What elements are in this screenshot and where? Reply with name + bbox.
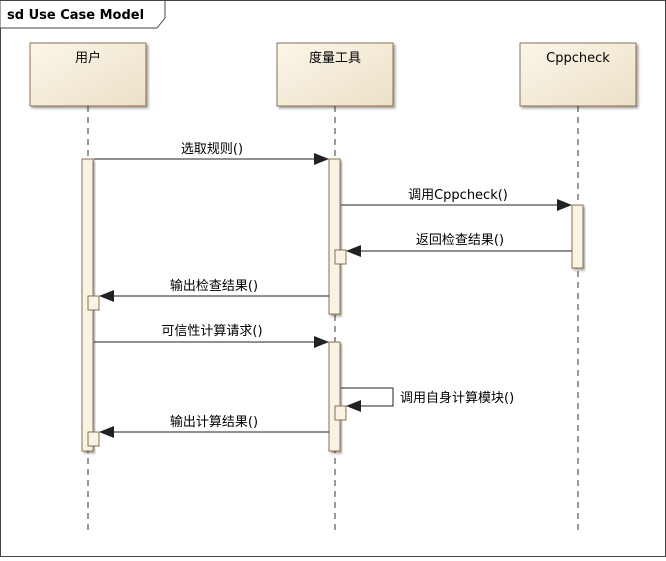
message-1: 选取规则() <box>94 142 329 165</box>
arrowhead-icon <box>314 336 329 348</box>
activation-cppcheck <box>571 204 584 269</box>
arrowhead-icon <box>99 290 114 302</box>
participant-tool: 度量工具 <box>276 42 394 107</box>
participant-label: 用户 <box>75 50 101 66</box>
participant-user: 用户 <box>29 42 147 107</box>
message-label: 输出计算结果() <box>170 414 258 430</box>
activation-tool-nested-1 <box>334 249 347 265</box>
arrowhead-icon <box>99 426 114 438</box>
message-label: 输出检查结果() <box>170 278 258 294</box>
activation-tool-nested-2 <box>334 405 347 421</box>
participant-label: 度量工具 <box>309 50 361 66</box>
message-2: 调用Cppcheck() <box>341 188 572 211</box>
arrowhead-icon <box>314 153 329 165</box>
participant-cppcheck: Cppcheck <box>519 42 637 107</box>
participant-label: Cppcheck <box>546 51 610 66</box>
message-label: 返回检查结果() <box>416 233 504 248</box>
frame-title: sd Use Case Model <box>7 8 144 23</box>
message-label: 调用自身计算模块() <box>400 390 514 406</box>
arrowhead-icon <box>346 400 361 412</box>
message-label: 可信性计算请求() <box>161 324 262 339</box>
arrowhead-icon <box>346 245 361 257</box>
activation-tool-1 <box>328 158 341 315</box>
arrowhead-icon <box>557 199 572 211</box>
message-7: 输出计算结果() <box>99 414 329 438</box>
activation-user-nested-2 <box>87 431 100 447</box>
frame-title-tab <box>0 0 166 29</box>
participant-box <box>276 42 394 107</box>
message-label: 调用Cppcheck() <box>408 188 508 203</box>
message-4: 输出检查结果() <box>99 278 329 302</box>
message-5: 可信性计算请求() <box>94 324 329 348</box>
participant-box <box>519 42 637 107</box>
activation-tool-2 <box>328 341 341 452</box>
message-6: 调用自身计算模块() <box>341 387 514 412</box>
message-3: 返回检查结果() <box>346 233 572 257</box>
message-label: 选取规则() <box>181 142 243 157</box>
activation-user-nested-1 <box>87 295 100 311</box>
